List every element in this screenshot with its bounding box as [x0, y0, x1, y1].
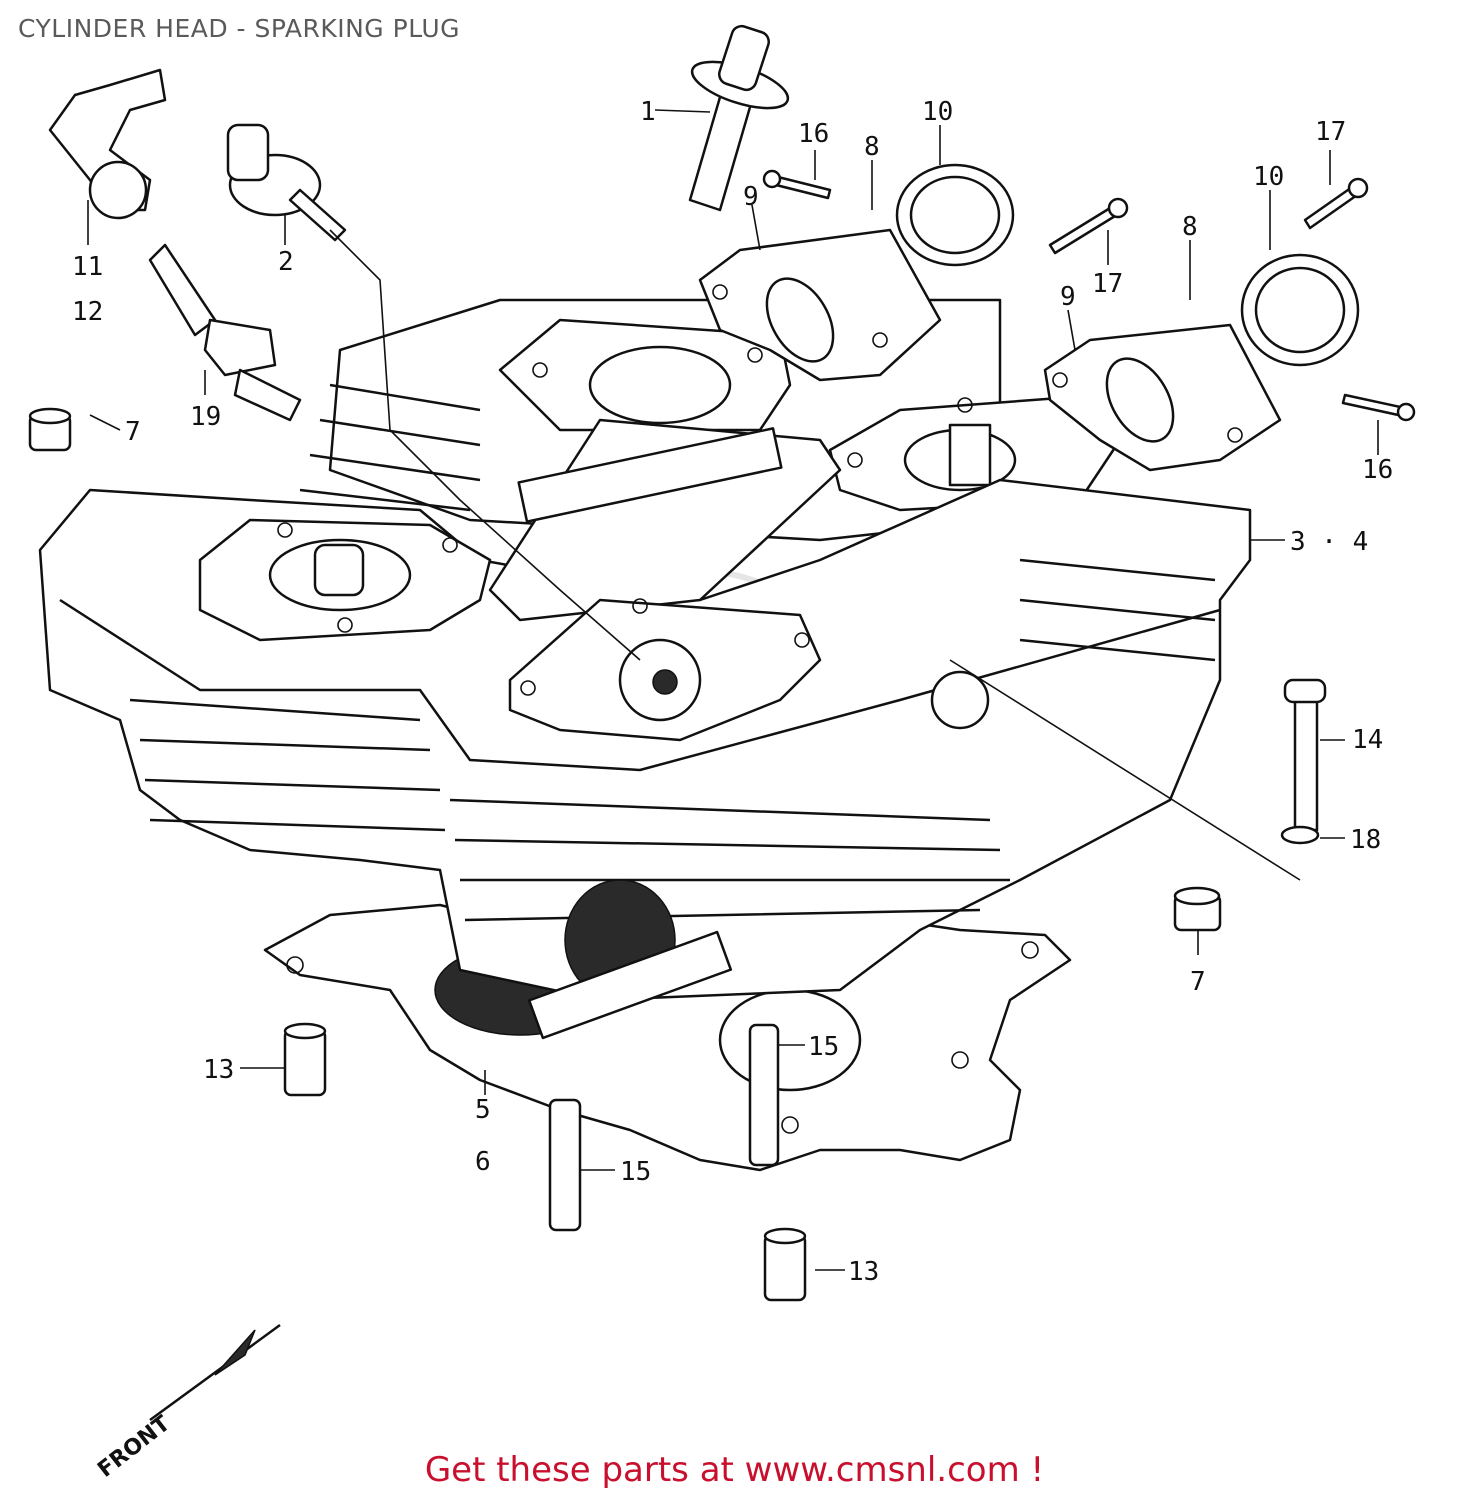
callout-15b: 15	[620, 1157, 651, 1187]
callout-8a: 8	[864, 132, 880, 162]
callout-5: 5	[475, 1095, 491, 1125]
callout-8b: 8	[1182, 212, 1198, 242]
callout-1: 1	[640, 97, 656, 127]
callout-6: 6	[475, 1147, 491, 1177]
callout-12: 12	[72, 297, 103, 327]
callout-17b: 17	[1092, 269, 1123, 299]
callout-15a: 15	[808, 1032, 839, 1062]
callout-17a: 17	[1315, 117, 1346, 147]
callout-16a: 16	[798, 119, 829, 149]
callout-7a: 7	[125, 417, 141, 447]
callout-9b: 9	[1060, 282, 1076, 312]
callout-10a: 10	[922, 97, 953, 127]
callout-13a: 13	[203, 1055, 234, 1085]
small-parts	[28, 407, 1327, 1302]
spark-plug-19	[148, 243, 302, 422]
cylinder-head-3-4	[38, 418, 1252, 1040]
callout-2: 2	[278, 247, 294, 277]
callout-9a: 9	[743, 182, 759, 212]
callout-3-4: 3 · 4	[1290, 527, 1368, 557]
callout-18: 18	[1350, 825, 1381, 855]
callout-10b: 10	[1253, 162, 1284, 192]
diagram-title: CYLINDER HEAD - SPARKING PLUG	[18, 14, 461, 43]
intake-pipe-left	[698, 163, 1015, 382]
callout-7b: 7	[1190, 967, 1206, 997]
spark-plug-cap-2	[226, 123, 347, 242]
callout-16b: 16	[1362, 455, 1393, 485]
callout-13b: 13	[848, 1257, 879, 1287]
callout-14: 14	[1352, 725, 1383, 755]
plug-cap-11-12	[48, 68, 167, 220]
leader-lines	[87, 109, 1379, 1271]
footer-link-text[interactable]: Get these parts at www.cmsnl.com !	[424, 1450, 1045, 1490]
callout-11: 11	[72, 252, 103, 282]
callout-19: 19	[190, 402, 221, 432]
tappet-cap-1	[688, 24, 790, 212]
callout-numbers: 1 2 3 · 4 5 6 7 7 8 8 9 9 10 10 11 12 13…	[72, 97, 1393, 1287]
bolts-16-17	[762, 169, 1416, 422]
intake-pipe-right	[1043, 253, 1360, 472]
